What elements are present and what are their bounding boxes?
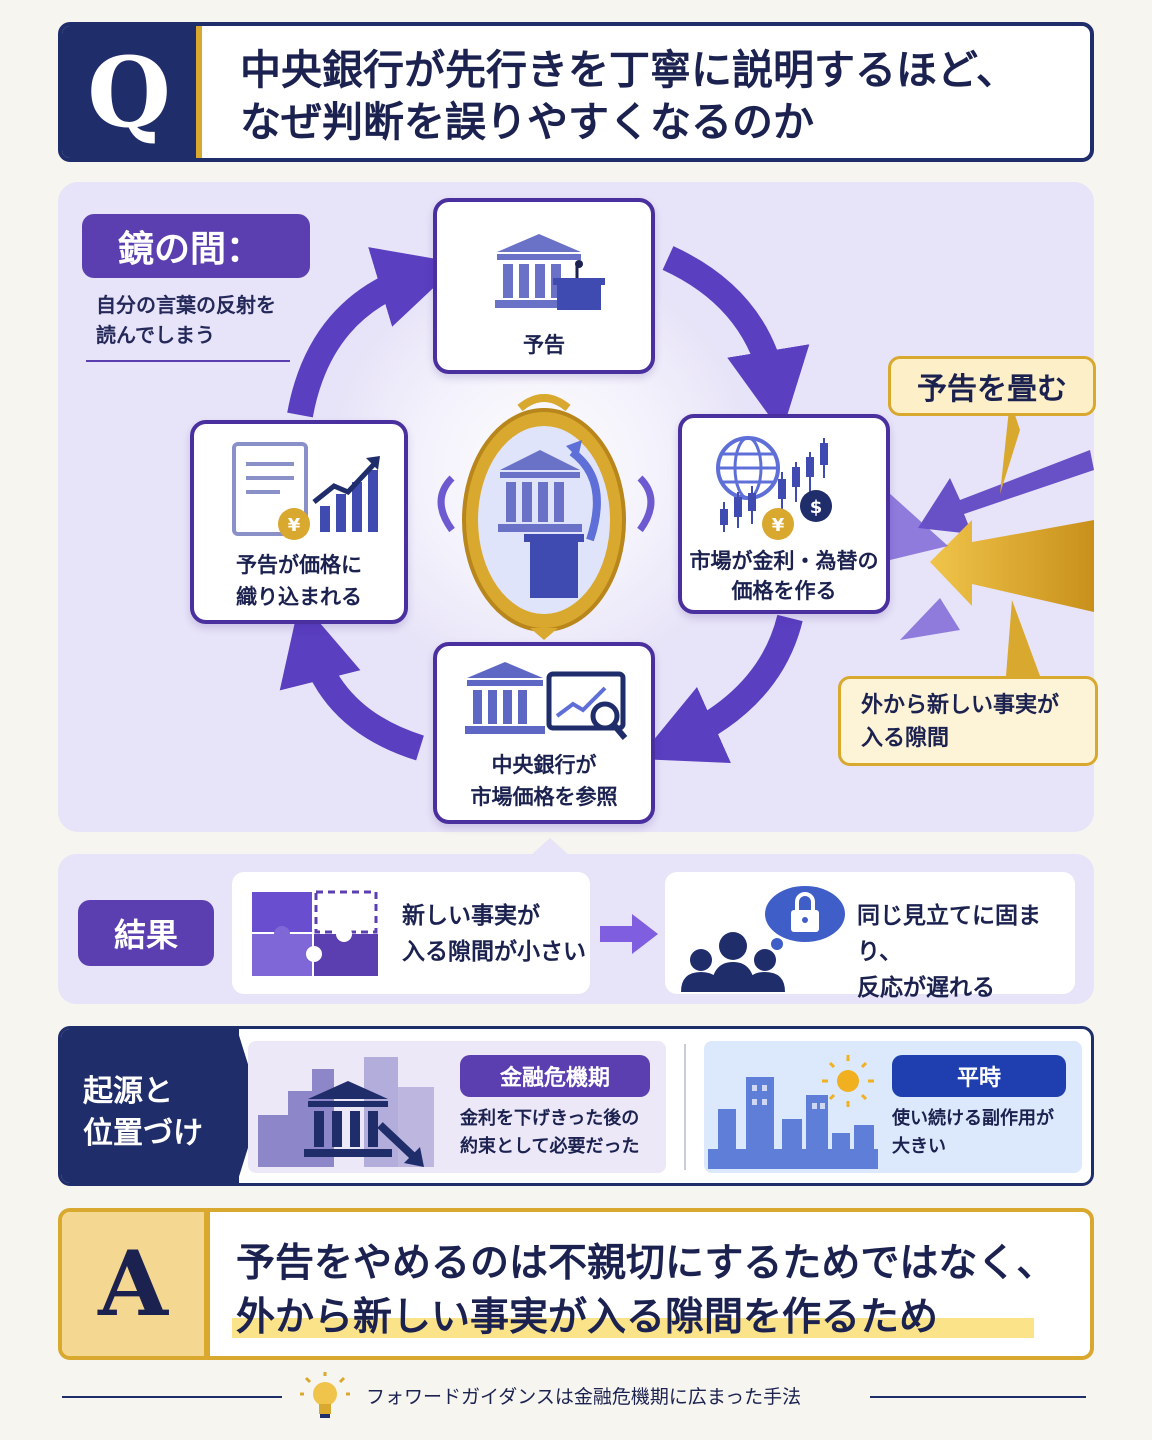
node-priced-in-label-2: 織り込まれる bbox=[236, 585, 362, 609]
normal-text: 使い続ける副作用が 大きい bbox=[892, 1105, 1054, 1161]
external-arrows bbox=[888, 400, 1094, 676]
node-market-pricing-label-1: 市場が金利・為替の bbox=[689, 549, 879, 573]
crisis-pill: 金融危機期 bbox=[460, 1055, 650, 1097]
node-announcement-label: 予告 bbox=[523, 333, 565, 357]
node-priced-in: ¥ 予告が価格に 織り込まれる bbox=[190, 420, 408, 624]
mirror-hall-title: 鏡の間： bbox=[82, 214, 310, 278]
origin-crisis-card: 金融危機期 金利を下げきった後の 約束として必要だった bbox=[248, 1041, 666, 1173]
bank-monitor-magnifier-icon bbox=[465, 662, 628, 740]
arrow-right-to-bottom bbox=[638, 614, 803, 763]
question-text: 中央銀行が先行きを丁寧に説明するほど、 なぜ判断を誤りやすくなるのか bbox=[240, 44, 1080, 148]
origin-label-line-1: 起源と bbox=[83, 1074, 173, 1109]
result-arrow-icon bbox=[600, 914, 658, 954]
city-bank-down-arrow-icon bbox=[258, 1057, 434, 1167]
result-label: 結果 bbox=[78, 900, 214, 966]
city-sun-icon bbox=[708, 1055, 878, 1169]
origin-normal-card: 平時 使い続ける副作用が 大きい bbox=[704, 1041, 1082, 1173]
globe-candlestick-icon: ¥ $ bbox=[716, 436, 832, 540]
external-fact-gap-callout: 外から新しい事実が 入る隙間 bbox=[838, 676, 1098, 766]
answer-badge: A bbox=[62, 1212, 210, 1356]
arrow-left-to-top bbox=[287, 247, 460, 418]
svg-text:¥: ¥ bbox=[288, 515, 301, 536]
result-card-1-line-1: 新しい事実が bbox=[402, 903, 540, 929]
svg-text:¥: ¥ bbox=[772, 515, 785, 536]
result-small-gap-card: 新しい事実が 入る隙間が小さい bbox=[232, 872, 590, 994]
question-badge: Q bbox=[62, 26, 202, 158]
footer-note: フォワードガイダンスは金融危機期に広まった手法 bbox=[366, 1386, 802, 1408]
footer-rule-right bbox=[870, 1396, 1086, 1398]
origin-label: 起源と 位置づけ bbox=[61, 1029, 239, 1183]
question-line-2: なぜ判断を誤りやすくなるのか bbox=[240, 98, 814, 146]
origin-divider bbox=[684, 1044, 686, 1170]
answer-line-1: 予告をやめるのは不親切にするためではなく、 bbox=[236, 1241, 1056, 1286]
crisis-line-2: 約束として必要だった bbox=[460, 1136, 640, 1157]
puzzle-missing-piece-icon bbox=[252, 890, 378, 976]
node-announcement: 予告 bbox=[433, 198, 655, 374]
gap-callout-line-1: 外から新しい事実が bbox=[861, 693, 1060, 718]
fold-guidance-callout: 予告を畳む bbox=[888, 356, 1096, 416]
arrow-top-to-right bbox=[662, 246, 810, 434]
normal-pill: 平時 bbox=[892, 1055, 1066, 1097]
normal-line-2: 大きい bbox=[892, 1136, 946, 1157]
result-slow-reaction-card: 同じ見立てに固まり、 反応が遅れる bbox=[665, 872, 1075, 1001]
node-market-pricing-label-2: 価格を作る bbox=[731, 579, 837, 603]
normal-line-1: 使い続ける副作用が bbox=[892, 1108, 1054, 1129]
answer-line-2: 外から新しい事実が入る隙間を作るため bbox=[236, 1295, 939, 1340]
crisis-line-1: 金利を下げきった後の bbox=[460, 1108, 640, 1129]
node-market-pricing: ¥ $ 市場が金利・為替の 価格を作る bbox=[678, 414, 890, 614]
question-line-1: 中央銀行が先行きを丁寧に説明するほど、 bbox=[240, 46, 1017, 94]
result-card-1-line-2: 入る隙間が小さい bbox=[402, 939, 586, 965]
result-card-1-text: 新しい事実が 入る隙間が小さい bbox=[402, 898, 586, 970]
node-cb-references-prices: 中央銀行が 市場価格を参照 bbox=[433, 642, 655, 824]
people-lock-thought-icon bbox=[681, 886, 845, 992]
connector-caret bbox=[530, 838, 570, 856]
question-card: Q 中央銀行が先行きを丁寧に説明するほど、 なぜ判断を誤りやすくなるのか bbox=[58, 22, 1094, 162]
node-priced-in-label-1: 予告が価格に bbox=[236, 553, 362, 577]
lightbulb-icon bbox=[300, 1372, 350, 1418]
document-chart-icon: ¥ bbox=[232, 442, 380, 540]
mirror-subtitle-line-1: 自分の言葉の反射を bbox=[96, 293, 276, 317]
result-card-2-line-2: 反応が遅れる bbox=[857, 975, 995, 1001]
node-cb-label-1: 中央銀行が bbox=[491, 753, 597, 777]
svg-text:$: $ bbox=[810, 497, 823, 518]
mirror-subtitle-divider bbox=[86, 360, 290, 362]
mirror-hall-subtitle: 自分の言葉の反射を 読んでしまう bbox=[96, 290, 296, 350]
result-card-2-line-1: 同じ見立てに固まり、 bbox=[857, 903, 1041, 965]
arrow-bottom-to-left bbox=[279, 599, 425, 761]
node-cb-label-2: 市場価格を参照 bbox=[470, 785, 618, 809]
answer-highlight bbox=[232, 1318, 1034, 1338]
crisis-text: 金利を下げきった後の 約束として必要だった bbox=[460, 1105, 639, 1161]
mirror-subtitle-line-2: 読んでしまう bbox=[96, 323, 215, 347]
gap-callout-line-2: 入る隙間 bbox=[861, 726, 950, 751]
result-card-2-text: 同じ見立てに固まり、 反応が遅れる bbox=[857, 898, 1075, 1006]
origin-label-line-2: 位置づけ bbox=[83, 1116, 203, 1151]
mirror-graphic bbox=[437, 394, 655, 640]
footer-rule-left bbox=[62, 1396, 282, 1398]
bank-podium-icon bbox=[495, 234, 605, 310]
